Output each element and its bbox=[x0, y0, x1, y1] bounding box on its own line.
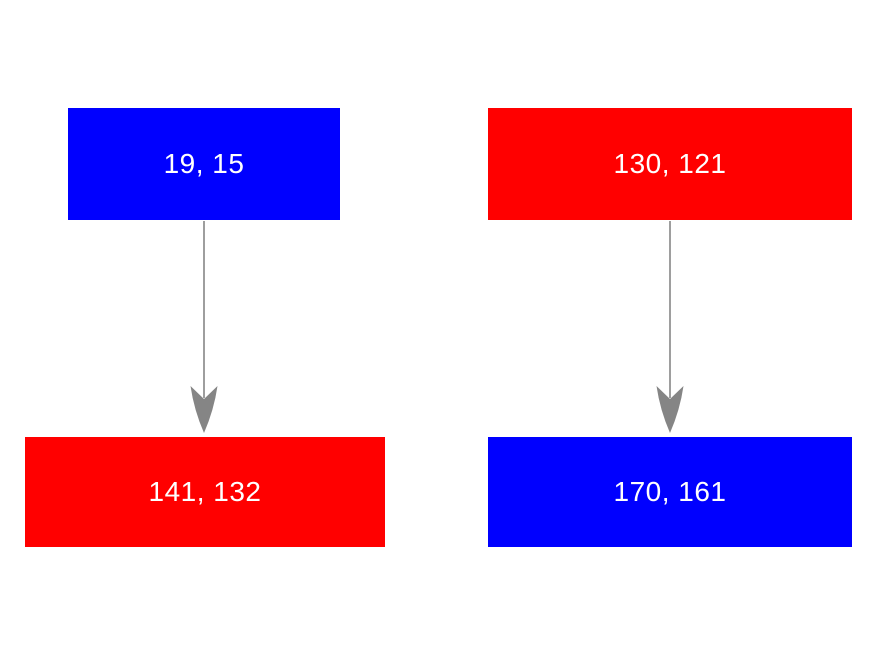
arrow-right-icon bbox=[656, 221, 684, 433]
node-bottom-left[interactable]: 141, 132 bbox=[25, 437, 385, 547]
node-bottom-right[interactable]: 170, 161 bbox=[488, 437, 852, 547]
node-top-left-label: 19, 15 bbox=[163, 148, 245, 179]
arrow-left-icon bbox=[190, 221, 218, 433]
node-bottom-left-label: 141, 132 bbox=[148, 476, 262, 507]
node-top-right[interactable]: 130, 121 bbox=[488, 108, 852, 220]
node-bottom-right-label: 170, 161 bbox=[613, 476, 727, 507]
node-top-left[interactable]: 19, 15 bbox=[68, 108, 340, 220]
node-top-right-label: 130, 121 bbox=[613, 148, 727, 179]
